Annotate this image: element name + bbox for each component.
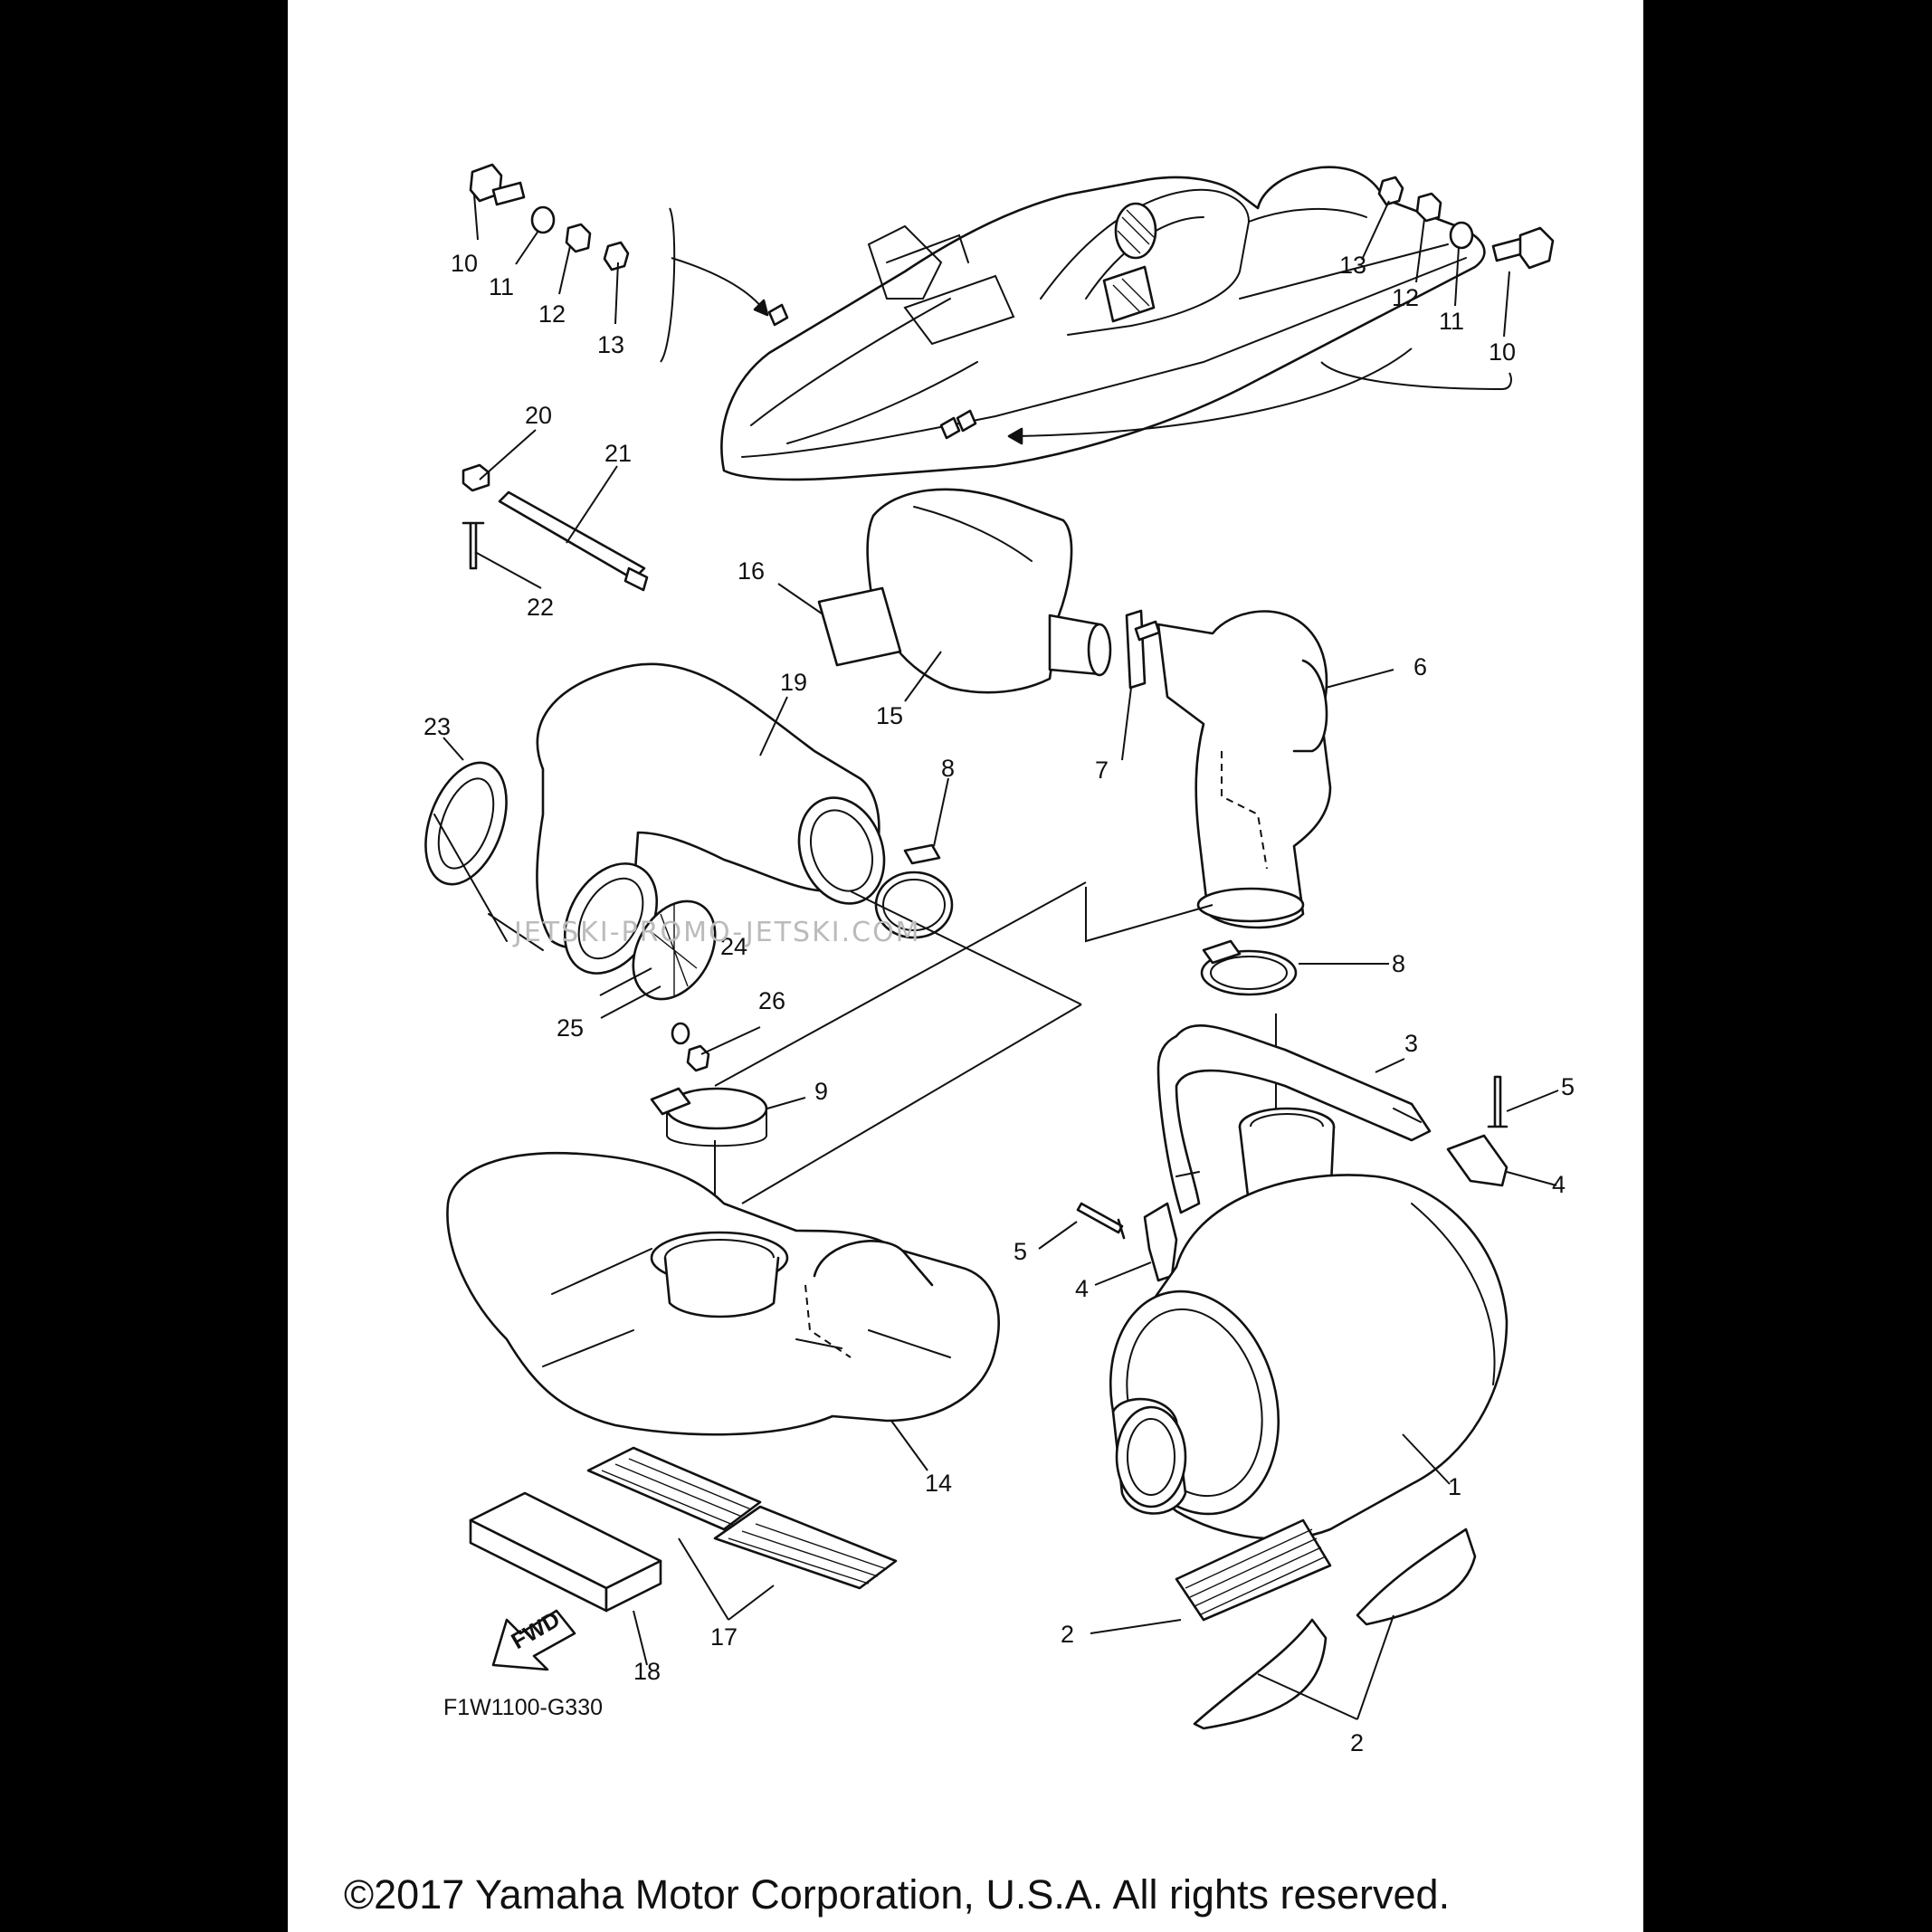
callout-1: 1 — [1448, 1473, 1461, 1500]
leader-lines — [443, 194, 1559, 1720]
pad-2-a — [1175, 1518, 1332, 1622]
callout-7: 7 — [1095, 757, 1109, 784]
callout-8-upper: 8 — [941, 755, 955, 782]
watercraft-illustration — [720, 166, 1486, 481]
callout-8-lower: 8 — [1392, 950, 1405, 977]
upper-duct-6 — [1156, 610, 1332, 929]
callout-labels: 10 11 12 13 13 12 11 10 20 21 22 16 15 7… — [424, 250, 1575, 1756]
clip-13-right — [1377, 176, 1404, 206]
rivet-5-left — [1076, 1202, 1126, 1240]
callout-16: 16 — [738, 557, 765, 585]
callout-25: 25 — [557, 1014, 584, 1042]
callout-2-upper: 2 — [1061, 1621, 1074, 1648]
callout-20: 20 — [525, 402, 552, 429]
washer-11-right — [1449, 221, 1474, 250]
callout-2-lower: 2 — [1350, 1729, 1364, 1756]
filter-sheet-16 — [817, 586, 902, 667]
callout-12-left: 12 — [538, 300, 566, 328]
callout-10-left: 10 — [451, 250, 478, 277]
callout-26: 26 — [758, 987, 785, 1014]
flange-23 — [424, 761, 544, 951]
callout-13-right: 13 — [1339, 252, 1366, 279]
nut-26 — [686, 1044, 710, 1072]
pad-17-b — [713, 1505, 898, 1590]
lower-air-box-14 — [446, 1152, 1000, 1436]
plate-25 — [563, 862, 717, 1001]
washer-24 — [671, 1022, 690, 1045]
washer-11-left — [530, 205, 556, 234]
left-fastener-set — [469, 163, 769, 363]
nut-12-right — [1415, 192, 1442, 223]
block-18 — [469, 1491, 662, 1613]
pad-17-a — [586, 1446, 762, 1531]
callout-17: 17 — [710, 1623, 738, 1651]
clip-13-left — [603, 241, 630, 271]
air-box-1 — [1109, 1107, 1508, 1540]
callout-5-left: 5 — [1014, 1238, 1027, 1265]
callout-4-right: 4 — [1552, 1171, 1566, 1198]
callout-22: 22 — [527, 594, 554, 621]
callout-10-right: 10 — [1489, 338, 1516, 366]
clamp-8-upper — [874, 843, 954, 939]
callout-5-right: 5 — [1561, 1073, 1575, 1100]
diagram-code: F1W1100-G330 — [443, 1695, 603, 1720]
callout-14: 14 — [925, 1470, 952, 1497]
clamp-7 — [1125, 609, 1161, 690]
callout-11-right: 11 — [1439, 308, 1464, 335]
callout-3: 3 — [1404, 1030, 1418, 1057]
strap-3 — [1156, 1024, 1432, 1214]
rivet-22 — [462, 521, 485, 570]
callout-18: 18 — [633, 1658, 661, 1685]
pad-2-c — [1193, 1618, 1328, 1730]
right-fastener-set — [1007, 176, 1555, 445]
callout-23: 23 — [424, 713, 451, 740]
clamp-8-lower — [1200, 939, 1298, 996]
callout-13-left: 13 — [597, 331, 624, 358]
callout-4-left: 4 — [1075, 1275, 1089, 1302]
watermark: JETSKI-PROMO-JETSKI.COM — [512, 917, 921, 948]
callout-19: 19 — [780, 669, 807, 696]
callout-24: 24 — [720, 933, 747, 960]
clamp-9 — [650, 1087, 768, 1147]
callout-21: 21 — [604, 440, 632, 467]
callout-11-left: 11 — [489, 273, 514, 300]
bracket-4-right — [1446, 1134, 1508, 1187]
callout-15: 15 — [876, 702, 903, 729]
forward-arrow-icon: FWD — [491, 1606, 576, 1671]
copyright-notice: ©2017 Yamaha Motor Corporation, U.S.A. A… — [344, 1871, 1451, 1918]
callout-9: 9 — [814, 1078, 828, 1105]
clip-20 — [462, 463, 490, 492]
pad-2-b — [1356, 1528, 1477, 1626]
rivet-5-right — [1487, 1075, 1508, 1128]
bracket-4-left — [1143, 1202, 1178, 1282]
upper-air-box-15 — [866, 488, 1112, 694]
callout-12-right: 12 — [1392, 284, 1419, 311]
nut-12-left — [565, 223, 592, 253]
clip-tie-rivet-set — [462, 463, 649, 592]
callout-6: 6 — [1413, 653, 1427, 680]
